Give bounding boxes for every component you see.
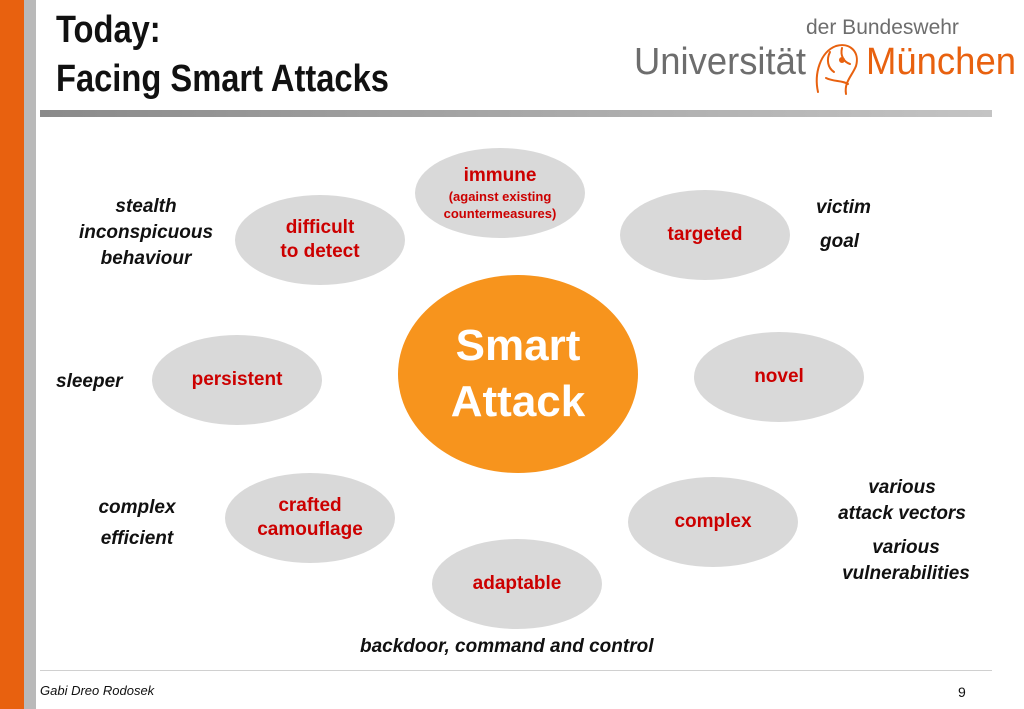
note-backdoor: backdoor, command and control	[360, 636, 654, 657]
note-vulnerabilities: various vulnerabilities	[842, 537, 970, 584]
header-divider	[40, 110, 992, 117]
minerva-head-icon	[815, 44, 858, 95]
footer-author: Gabi Dreo Rodosek	[40, 683, 155, 698]
slide-title: Today: Facing Smart Attacks	[56, 6, 389, 104]
oval-sublabel-immune: (against existing countermeasures)	[443, 189, 557, 221]
logo-text-right: München	[866, 41, 1016, 83]
note-victim: victim	[816, 197, 871, 218]
note-sleeper: sleeper	[56, 371, 123, 392]
oval-label-adaptable: adaptable	[472, 573, 562, 594]
oval-label-immune: immune	[463, 165, 537, 186]
oval-difficult-to-detect: difficult to detect	[235, 195, 405, 285]
university-logo: der Bundeswehr Universität München	[634, 16, 1016, 95]
center-label: Smart Attack	[450, 321, 586, 426]
oval-crafted-camouflage: crafted camouflage	[225, 473, 395, 563]
title-line-2: Facing Smart Attacks	[56, 58, 389, 100]
note-goal: goal	[820, 231, 860, 252]
oval-label-crafted: crafted camouflage	[257, 495, 363, 540]
oval-complex: complex	[628, 477, 798, 567]
note-attack-vectors: various attack vectors	[838, 477, 966, 524]
oval-label-novel: novel	[754, 366, 804, 387]
note-stealth: stealth inconspicuous behaviour	[78, 196, 214, 269]
oval-immune: immune (against existing countermeasures…	[415, 148, 585, 238]
oval-targeted: targeted	[620, 190, 790, 280]
page-number: 9	[958, 684, 966, 700]
oval-label-persistent: persistent	[191, 369, 283, 390]
oval-label-difficult: difficult to detect	[280, 217, 360, 262]
oval-persistent: persistent	[152, 335, 322, 425]
oval-novel: novel	[694, 332, 864, 422]
logo-text-left: Universität	[634, 41, 806, 83]
oval-adaptable: adaptable	[432, 539, 602, 629]
oval-label-targeted: targeted	[667, 224, 743, 245]
oval-label-complex: complex	[674, 511, 752, 532]
left-accent-bar	[0, 0, 24, 709]
center-smart-attack: Smart Attack	[398, 275, 638, 473]
footer-divider	[40, 670, 992, 671]
left-gray-bar	[24, 0, 36, 709]
note-complex-efficient: complex efficient	[98, 497, 176, 549]
title-line-1: Today:	[56, 9, 161, 51]
logo-text-top: der Bundeswehr	[806, 16, 959, 39]
